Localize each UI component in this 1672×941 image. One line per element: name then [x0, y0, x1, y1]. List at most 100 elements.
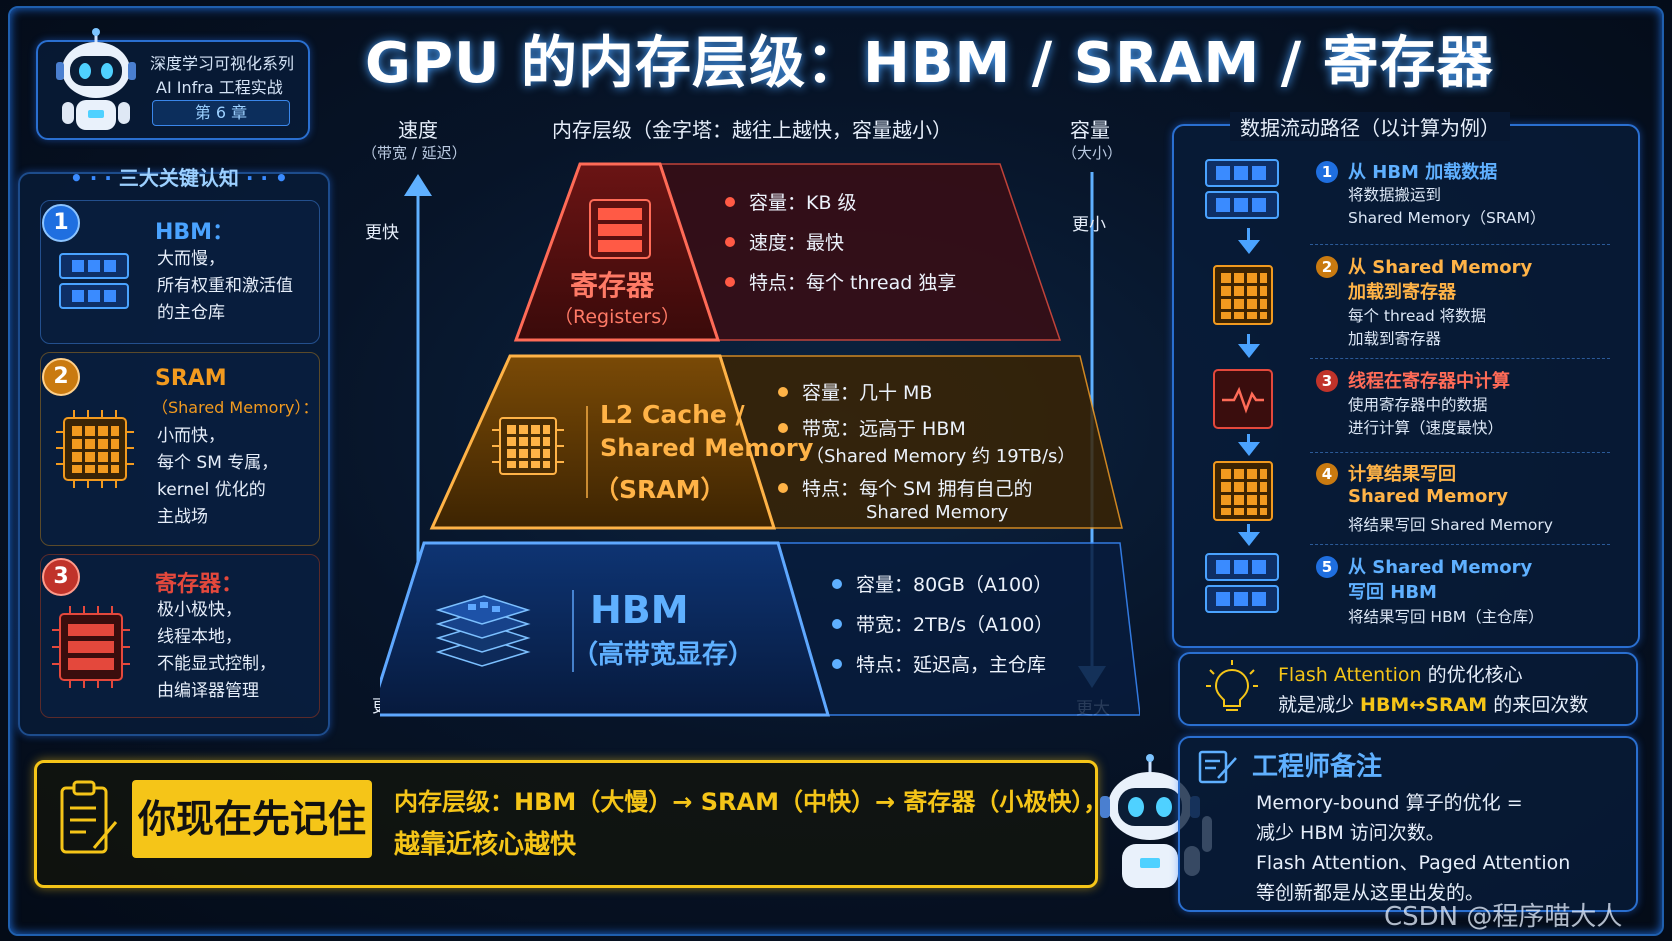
bullet-dot — [725, 236, 735, 247]
capacity-label: 容量 — [1070, 118, 1110, 142]
bullet-dot — [778, 386, 788, 397]
flow-arrow-3 — [1238, 442, 1260, 456]
registers-tier-name: 寄存器 — [570, 269, 655, 302]
flow-arrow-stem-3 — [1247, 434, 1250, 444]
memory-pyramid — [380, 162, 1140, 717]
hbm-tier-name: HBM — [590, 588, 689, 632]
insight-title-registers: 寄存器： — [155, 572, 244, 597]
hbm-tier-sub: （高带宽显存） — [572, 640, 755, 670]
bullet-dot — [778, 482, 788, 493]
flow-step-title-4b: Shared Memory — [1348, 486, 1509, 507]
watermark: CSDN @程序喵大人 — [1384, 902, 1623, 932]
flow-step-text-2a: 每个 thread 将数据 — [1348, 307, 1487, 325]
flow-arrow-stem-4 — [1247, 524, 1250, 534]
pyramid-header: 内存层级（金字塔：越往上越快，容量越小） — [552, 118, 952, 142]
flow-sram-icon-2 — [1213, 265, 1273, 325]
insight-text-sram-1: 小而快， — [157, 426, 225, 446]
remember-badge: 你现在先记住 — [132, 780, 372, 858]
flow-step-number-3: 3 — [1316, 370, 1338, 392]
flow-step-title-1: 从 HBM 加载数据 — [1348, 162, 1498, 183]
flow-step-text-2b: 加载到寄存器 — [1348, 330, 1442, 348]
flow-step-text-3a: 使用寄存器中的数据 — [1348, 396, 1488, 414]
insight-text-sram-4: 主战场 — [157, 507, 208, 527]
flow-step-number-5: 5 — [1316, 556, 1338, 578]
insight-text-registers-4: 由编译器管理 — [157, 681, 259, 701]
page-title: GPU 的内存层级：HBM / SRAM / 寄存器 — [365, 31, 1494, 96]
flash-attention-tip — [1178, 652, 1638, 726]
flow-divider-3 — [1310, 452, 1610, 453]
bullet-dot — [832, 578, 842, 589]
flow-step-number-4: 4 — [1316, 463, 1338, 485]
key-insights-header: • · · 三大关键认知 · · • — [70, 166, 288, 190]
hbm-tier — [380, 541, 830, 717]
flow-hbm-icon-5 — [1205, 553, 1279, 613]
flow-step-text-5: 将结果写回 HBM（主仓库） — [1348, 608, 1544, 626]
insight-text-registers-1: 极小极快， — [157, 600, 242, 620]
flow-step-title-5b: 写回 HBM — [1348, 582, 1437, 603]
flow-arrow-4 — [1238, 532, 1260, 546]
sram-chip-icon — [56, 410, 134, 488]
register-chip-icon — [52, 606, 130, 688]
insight-title-hbm: HBM： — [155, 220, 235, 245]
registers-bullet-1: 容量：KB 级 — [725, 188, 857, 215]
insight-number-3: 3 — [42, 558, 80, 596]
insight-number-2: 2 — [42, 358, 80, 396]
bullet-dot — [725, 276, 735, 287]
flow-divider-1 — [1310, 244, 1610, 245]
register-chip-icon-large — [589, 199, 651, 259]
insight-text-hbm-3: 的主仓库 — [157, 303, 225, 323]
sram-bullet-3: 特点：每个 SM 拥有自己的 — [778, 474, 1033, 501]
data-flow-header: 数据流动路径（以计算为例） — [1230, 112, 1510, 141]
bullet-dot — [832, 618, 842, 629]
sram-bullet-1: 容量：几十 MB — [778, 378, 932, 405]
flow-step-number-1: 1 — [1316, 161, 1338, 183]
clipboard-icon — [60, 780, 118, 854]
flow-arrow-2 — [1238, 344, 1260, 358]
engineer-note-line3: Flash Attention、Paged Attention — [1256, 852, 1571, 874]
sram-bullet-2-note: （Shared Memory 约 19TB/s） — [806, 446, 1076, 467]
insight-number-1: 1 — [42, 204, 80, 242]
insight-text-hbm-2: 所有权重和激活值 — [157, 276, 293, 296]
flow-step-title-5a: 从 Shared Memory — [1348, 557, 1533, 578]
hbm-bullet-3: 特点：延迟高，主仓库 — [832, 650, 1046, 677]
speed-sublabel: （带宽 / 延迟） — [362, 144, 467, 162]
insight-text-registers-2: 线程本地， — [157, 627, 242, 647]
sram-tier-divider — [586, 406, 588, 498]
edit-note-icon — [1198, 750, 1237, 784]
engineer-note-line1: Memory-bound 算子的优化 = — [1256, 792, 1523, 814]
hbm-stack-icon-large — [435, 595, 531, 667]
insight-title-sram-sub: （Shared Memory）： — [152, 398, 319, 417]
flow-step-text-1a: 将数据搬运到 — [1348, 186, 1442, 204]
insight-text-registers-3: 不能显式控制， — [157, 654, 276, 674]
faster-label: 更快 — [365, 223, 399, 243]
flow-sram-icon-4 — [1213, 461, 1273, 521]
insight-text-sram-2: 每个 SM 专属， — [157, 453, 279, 473]
remember-line1: 内存层级：HBM（大慢）→ SRAM（中快）→ 寄存器（小极快）， — [394, 788, 1108, 816]
flow-hbm-icon-1 — [1205, 159, 1279, 219]
flow-step-title-4a: 计算结果写回 — [1348, 464, 1456, 485]
bullet-dot — [832, 658, 842, 669]
flow-arrow-stem-1 — [1247, 228, 1250, 242]
outer-frame — [8, 6, 1664, 936]
flow-step-number-2: 2 — [1316, 256, 1338, 278]
engineer-note-title: 工程师备注 — [1252, 752, 1383, 782]
remember-line2: 越靠近核心越快 — [394, 830, 577, 860]
engineer-note-line4: 等创新都是从这里出发的。 — [1256, 882, 1485, 904]
engineer-note-line2: 减少 HBM 访问次数。 — [1256, 822, 1445, 844]
flow-step-title-2a: 从 Shared Memory — [1348, 257, 1533, 278]
capacity-sublabel: （大小） — [1062, 144, 1123, 162]
flow-step-title-2b: 加载到寄存器 — [1348, 282, 1456, 303]
hbm-bullet-1: 容量：80GB（A100） — [832, 570, 1052, 597]
engineer-note-panel — [1178, 736, 1638, 912]
hbm-bullet-2: 带宽：2TB/s（A100） — [832, 610, 1053, 637]
sram-bullet-2: 带宽：远高于 HBM — [778, 414, 966, 441]
series-line1: 深度学习可视化系列 — [150, 54, 295, 73]
flow-divider-4 — [1310, 544, 1610, 545]
sram-tier-name-2: Shared Memory — [600, 434, 814, 462]
flow-step-text-1b: Shared Memory（SRAM） — [1348, 209, 1546, 227]
registers-bullet-2: 速度：最快 — [725, 228, 844, 255]
flow-compute-icon-3 — [1213, 369, 1273, 429]
series-line2: AI Infra 工程实战 — [156, 78, 283, 97]
sram-tier-name-3: （SRAM） — [594, 475, 726, 504]
flow-step-text-4: 将结果写回 Shared Memory — [1348, 516, 1553, 534]
